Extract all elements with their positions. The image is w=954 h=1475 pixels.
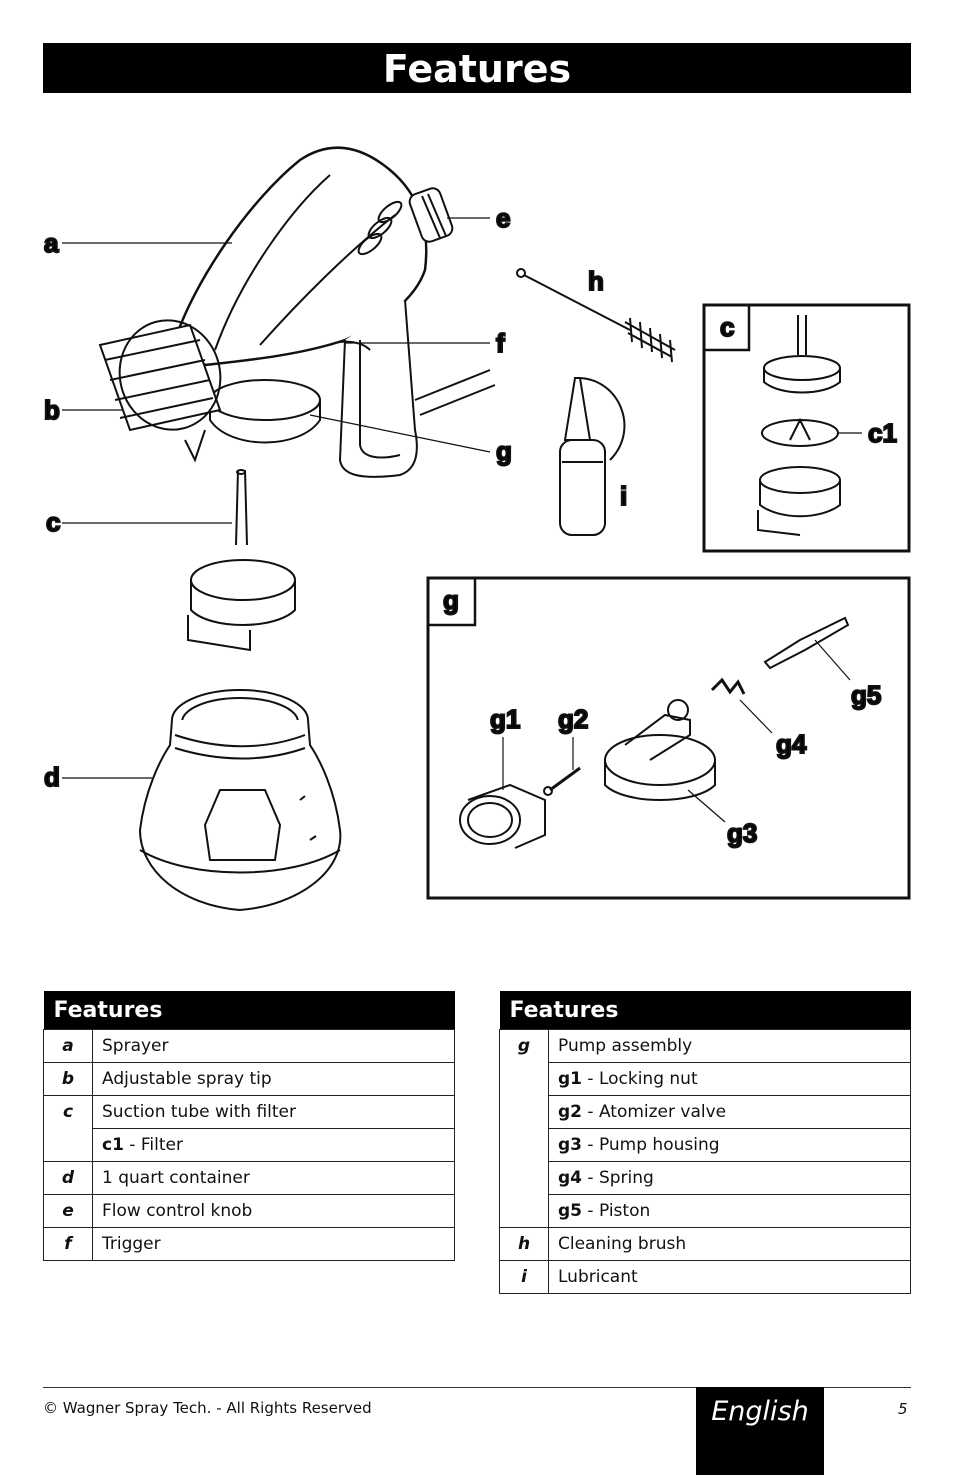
table-header: Features [499, 991, 911, 1030]
sprayer-drawing [98, 146, 496, 478]
label-e: e [496, 203, 510, 233]
container-drawing [138, 689, 342, 912]
label-b: b [44, 395, 60, 425]
table-row: g2 - Atomizer valve [499, 1095, 911, 1129]
table-row: g5 - Piston [499, 1194, 911, 1228]
label-c1: c1 [868, 418, 897, 448]
cleaning-brush-drawing [516, 268, 676, 363]
table-row: g1 - Locking nut [499, 1062, 911, 1096]
page-number: 5 [898, 1400, 908, 1418]
table-row: g3 - Pump housing [499, 1128, 911, 1162]
label-g: g [496, 436, 512, 466]
inset-c-box [702, 303, 911, 553]
label-g1: g1 [490, 704, 520, 734]
label-i: i [620, 481, 627, 511]
label-g2: g2 [558, 704, 588, 734]
label-f: f [496, 328, 505, 358]
copyright-text: © Wagner Spray Tech. - All Rights Reserv… [43, 1399, 372, 1417]
leader-lines [62, 217, 862, 779]
label-d: d [44, 762, 60, 792]
language-tab: English [696, 1387, 824, 1475]
label-g4: g4 [776, 729, 807, 759]
label-g3: g3 [727, 818, 757, 848]
label-c: c [46, 507, 60, 537]
table-header: Features [43, 991, 455, 1030]
page-title: Features [43, 43, 911, 93]
table-row: g4 - Spring [499, 1161, 911, 1195]
label-g5: g5 [851, 680, 881, 710]
features-illustration: a b c d e f g h i c c1 g g1 g2 g3 g4 g5 [0, 100, 954, 960]
label-h: h [588, 266, 604, 296]
inset-g-box [426, 576, 911, 900]
label-a: a [44, 228, 59, 258]
label-inset-g: g [443, 585, 459, 615]
lubricant-drawing [559, 377, 626, 536]
suction-tube-drawing [187, 469, 296, 652]
table-row: c1 - Filter [43, 1128, 455, 1162]
label-inset-c: c [720, 312, 734, 342]
footer-divider [43, 1387, 911, 1388]
